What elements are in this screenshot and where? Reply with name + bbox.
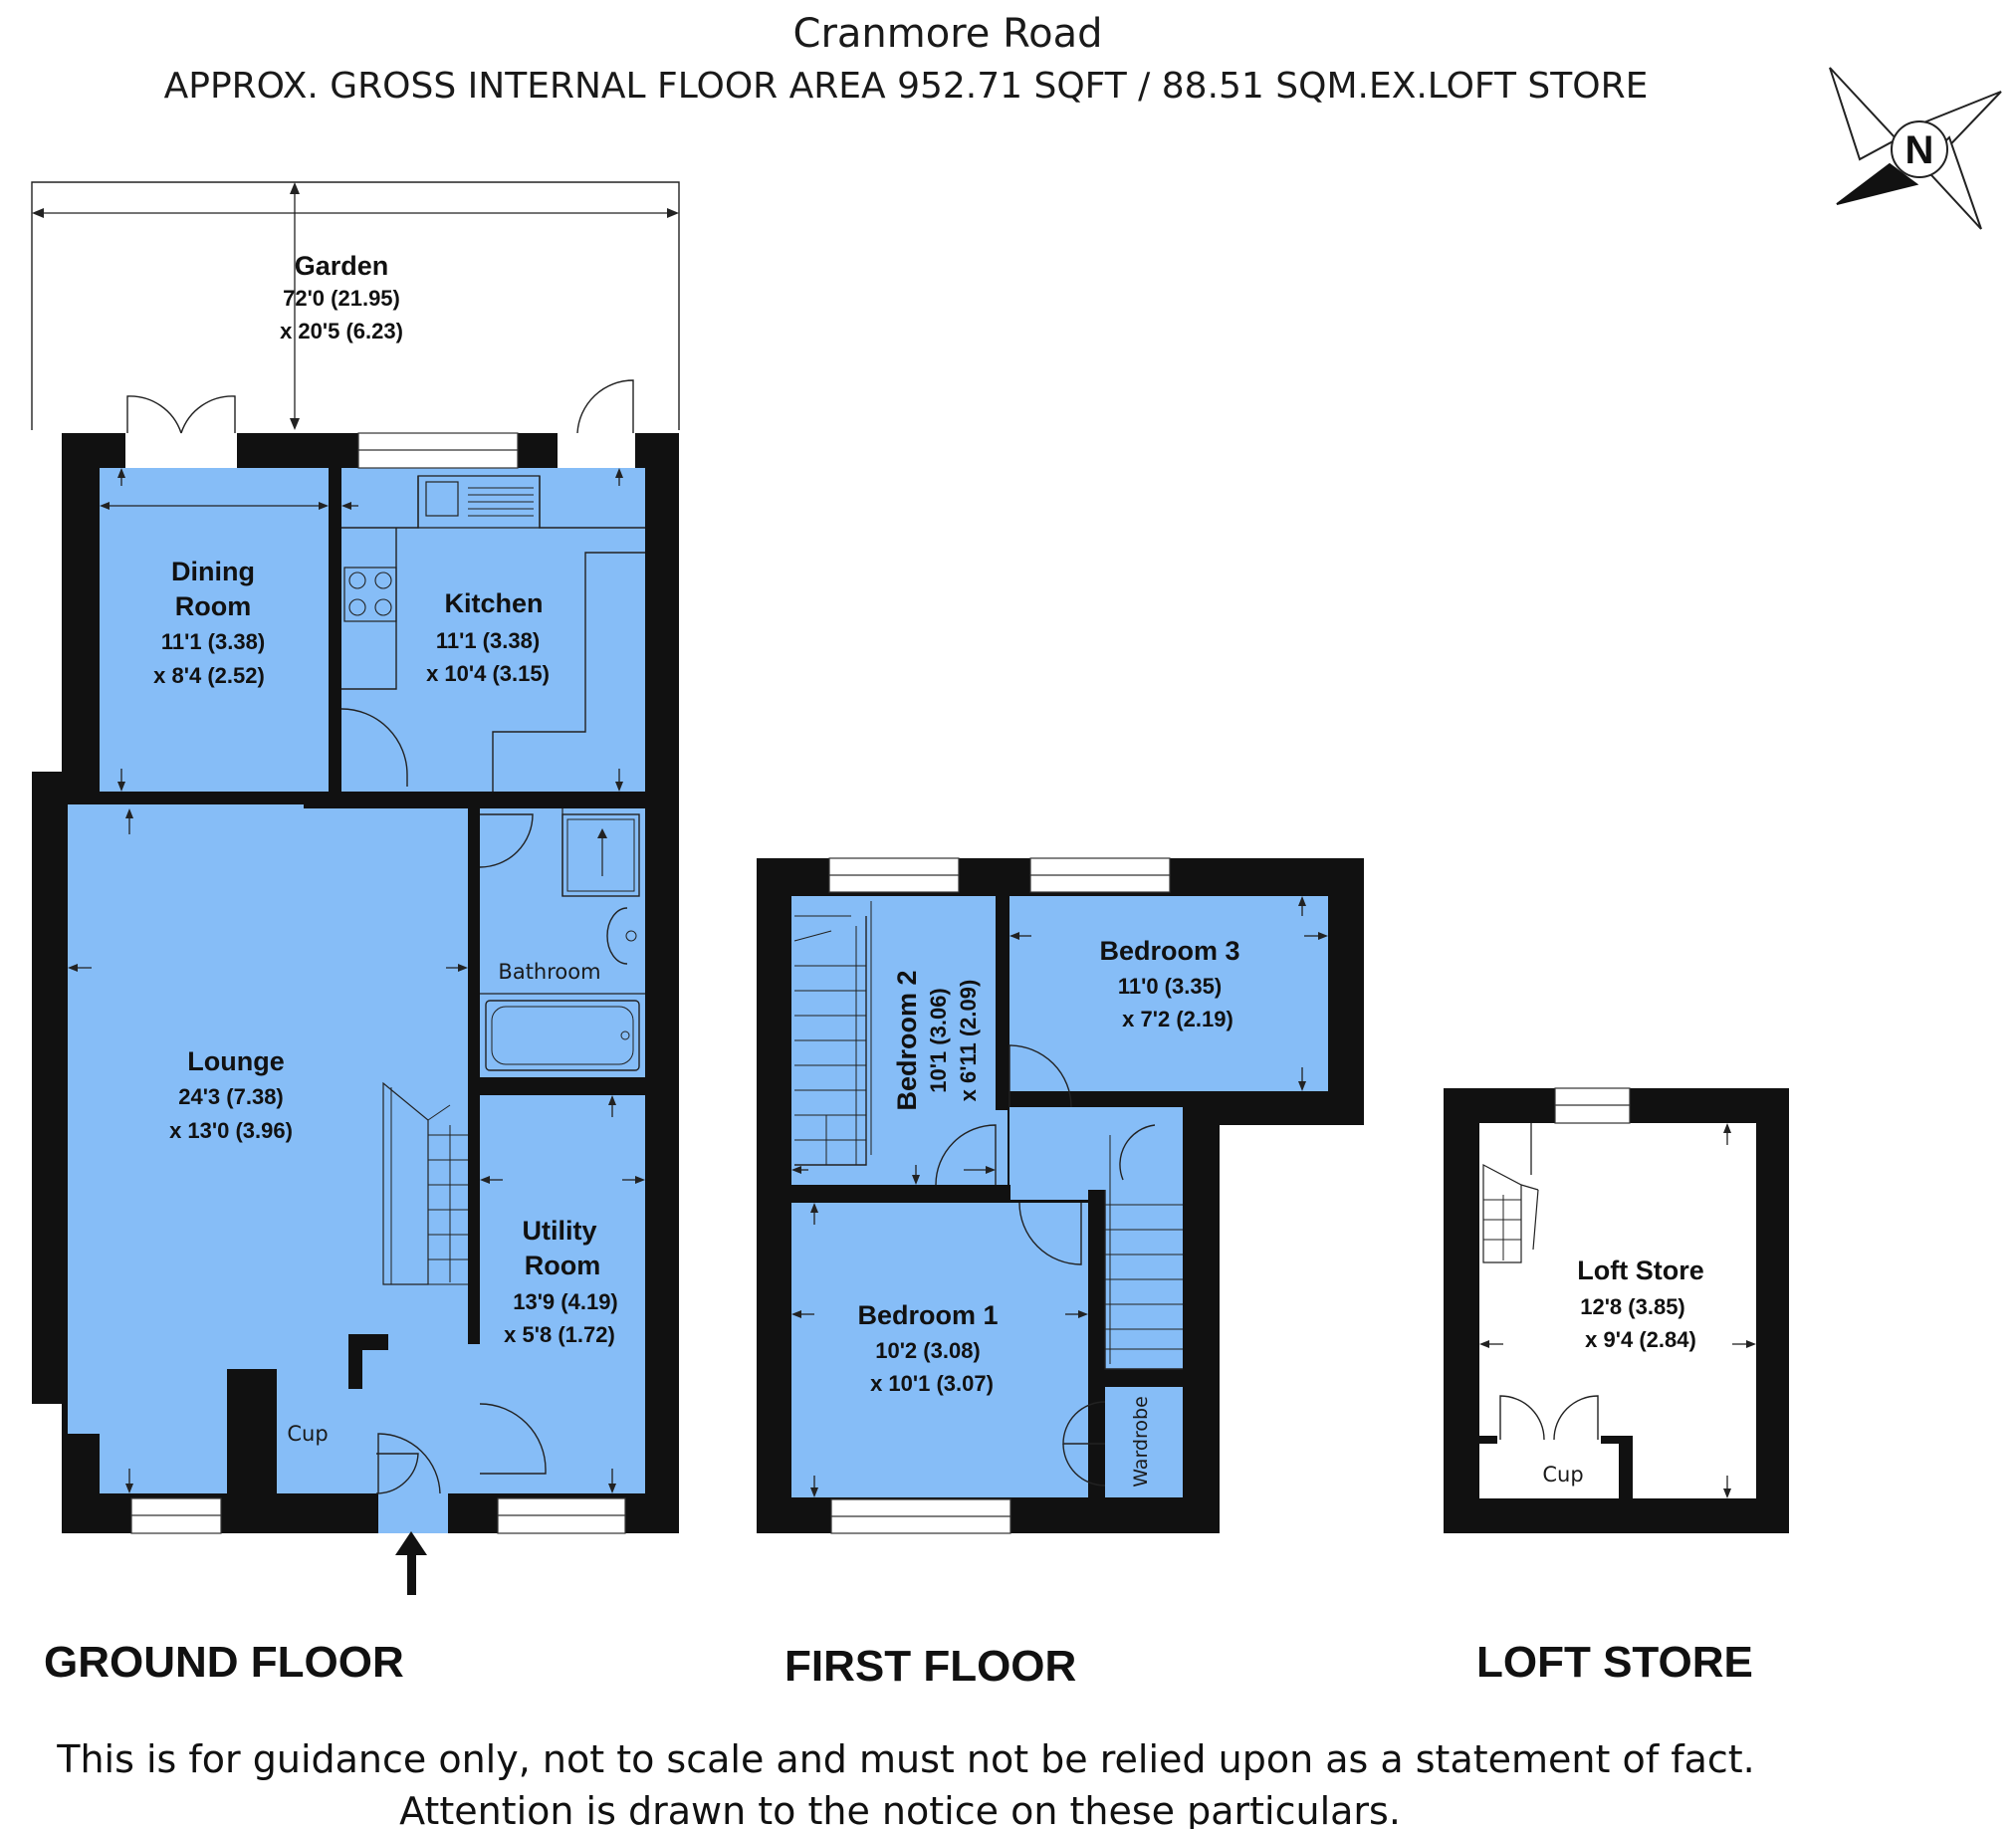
plan-subtitle: APPROX. GROSS INTERNAL FLOOR AREA 952.71… [164, 66, 1649, 107]
bedroom-3-label: Bedroom 3 [1099, 936, 1239, 966]
cup-area [269, 1389, 376, 1493]
landing-area [1009, 1091, 1183, 1369]
ground-floor-label: GROUND FLOOR [44, 1638, 404, 1687]
utility-room-area [480, 1095, 645, 1493]
loft-cup-label: Cup [1542, 1463, 1583, 1486]
compass-rose-icon [1829, 67, 2002, 230]
kitchen-label: Kitchen [444, 588, 543, 618]
loft-store-plan: Loft Store 12'8 (3.85) x 9'4 (2.84) Cup [1444, 1087, 1789, 1533]
first-floor-plan: Bedroom 3 11'0 (3.35) x 7'2 (2.19) Bedro… [757, 857, 1364, 1534]
loft-store-dimension-1: 12'8 (3.85) [1580, 1294, 1685, 1319]
kitchen-dimension-1: 11'1 (3.38) [436, 628, 540, 653]
bedroom-2-area [791, 896, 1008, 1185]
bedroom-2-label: Bedroom 2 [892, 970, 922, 1110]
loft-store-dimension-2: x 9'4 (2.84) [1585, 1327, 1696, 1352]
first-floor-stairs-lower [1104, 1124, 1183, 1370]
garden-dimension-1: 72'0 (21.95) [283, 286, 400, 311]
plan-title: Cranmore Road [793, 11, 1103, 57]
garden-dimension-2: x 20'5 (6.23) [280, 319, 403, 343]
utility-room-dimension-2: x 5'8 (1.72) [504, 1322, 615, 1347]
disclaimer-line-1: This is for guidance only, not to scale … [56, 1737, 1754, 1781]
bedroom-2-dimension-1: 10'1 (3.06) [926, 988, 951, 1093]
compass-north-label: N [1905, 128, 1934, 172]
wardrobe-label: Wardrobe [1130, 1396, 1152, 1487]
ground-floor-plan: Bathroom [32, 379, 679, 1595]
bedroom-2-dimension-2: x 6'11 (2.09) [956, 980, 981, 1102]
bedroom-1-label: Bedroom 1 [857, 1300, 998, 1330]
lounge-dimension-2: x 13'0 (3.96) [169, 1118, 293, 1143]
dining-room-label-line1: Dining [171, 557, 255, 586]
garden-label: Garden [295, 251, 389, 281]
bathroom-label: Bathroom [498, 960, 600, 984]
entrance-arrow-icon [395, 1531, 427, 1595]
utility-room-label-line1: Utility [522, 1216, 596, 1246]
bedroom-3-dimension-1: 11'0 (3.35) [1118, 974, 1222, 999]
lounge-area [68, 804, 468, 1493]
loft-hatch-stairs [1482, 1123, 1539, 1263]
loft-store-label: Loft Store [1577, 1256, 1704, 1285]
disclaimer-line-2: Attention is drawn to the notice on thes… [399, 1789, 1401, 1829]
lounge-label: Lounge [187, 1046, 284, 1076]
bedroom-1-area [791, 1203, 1088, 1497]
utility-room-label-line2: Room [525, 1251, 601, 1280]
loft-store-floor-label: LOFT STORE [1476, 1638, 1753, 1687]
bedroom-1-dimension-2: x 10'1 (3.07) [870, 1371, 994, 1396]
first-floor-stairs-upper [793, 901, 872, 1166]
bedroom-3-area [1009, 896, 1328, 1091]
wardrobe-area [1105, 1387, 1183, 1497]
bedroom-3-dimension-2: x 7'2 (2.19) [1122, 1007, 1233, 1031]
dining-room-dimension-2: x 8'4 (2.52) [153, 663, 265, 688]
hallway-area [376, 1389, 468, 1493]
dining-room-dimension-1: 11'1 (3.38) [161, 629, 265, 654]
first-floor-label: FIRST FLOOR [784, 1642, 1076, 1691]
compass: N [1829, 67, 2002, 230]
kitchen-dimension-2: x 10'4 (3.15) [426, 661, 550, 686]
ground-floor-stairs [382, 1081, 468, 1285]
dining-room-label-line2: Room [175, 591, 252, 621]
ground-cup-label: Cup [287, 1422, 328, 1446]
dining-room-area [100, 468, 329, 792]
utility-room-dimension-1: 13'9 (4.19) [513, 1289, 618, 1314]
lounge-dimension-1: 24'3 (7.38) [178, 1084, 284, 1109]
garden-area: Garden 72'0 (21.95) x 20'5 (6.23) [31, 181, 680, 430]
bedroom-1-dimension-1: 10'2 (3.08) [875, 1338, 981, 1363]
